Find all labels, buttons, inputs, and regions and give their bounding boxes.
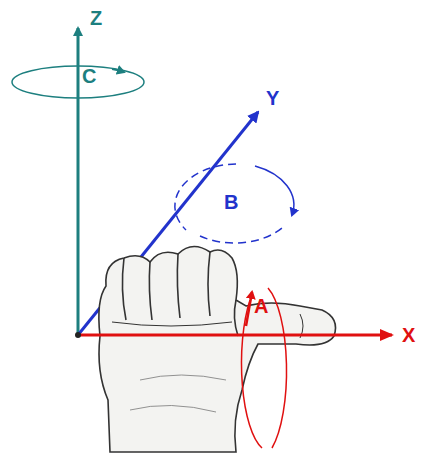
rotation-label: B (224, 192, 238, 212)
rotation-ellipse-a (268, 288, 287, 448)
hand-sketch (99, 246, 336, 452)
rotation-label: A (254, 296, 268, 316)
rotation-label: C (82, 66, 96, 86)
x-axis (78, 334, 392, 337)
z-axis (77, 28, 80, 335)
axis-label: X (402, 325, 415, 345)
rotation-arc-b (255, 166, 294, 215)
axis-label: Z (90, 8, 102, 28)
axis-label: Y (266, 88, 279, 108)
